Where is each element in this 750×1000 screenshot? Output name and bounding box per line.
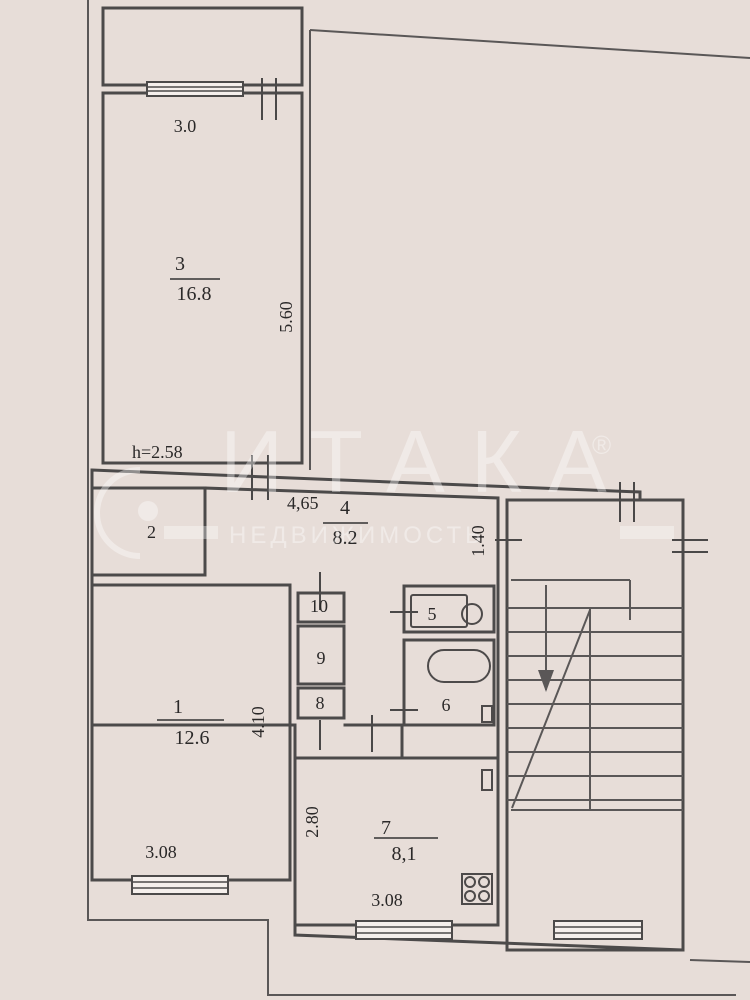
- kitchen-sink-icon: [481, 769, 493, 791]
- room-4-area: 8.2: [333, 527, 358, 549]
- bathtub-icon: [427, 649, 491, 683]
- room-7-outline: [293, 756, 500, 927]
- room-4-number: 4: [340, 497, 350, 519]
- window-stairwell: [553, 920, 643, 940]
- itaka-watermark: ИТАКА ® НЕДВИЖИМОСТЬ: [94, 412, 674, 559]
- toilet-bowl-icon: [461, 603, 483, 625]
- dimension-room1-length: 4.10: [248, 706, 268, 738]
- dimension-room3-length: 5.60: [276, 301, 296, 333]
- room-2-number: 2: [147, 522, 156, 542]
- room-8-outline: [296, 686, 346, 720]
- room-5-number: 5: [428, 604, 437, 624]
- stairs: [507, 585, 683, 810]
- room-8-number: 8: [316, 693, 325, 713]
- stair-arrow-icon: [538, 670, 554, 692]
- outer-boundary-top: [309, 29, 750, 59]
- stove-icon: [461, 873, 493, 905]
- dimension-kitchen-length: 2.80: [302, 806, 322, 838]
- stove-burner-icon-4: [478, 890, 490, 902]
- watermark-subtitle: НЕДВИЖИМОСТЬ: [229, 522, 485, 549]
- stair-diagonal: [511, 609, 591, 809]
- room-6-number: 6: [442, 695, 451, 715]
- dimension-kitchen-width: 3.08: [371, 890, 403, 910]
- window-room-1: [131, 875, 229, 895]
- stove-burner-icon-3: [464, 890, 476, 902]
- ceiling-height-label: h=2.58: [132, 442, 183, 462]
- room-9-number: 9: [317, 648, 326, 668]
- dimension-room3-width: 3.0: [174, 116, 197, 136]
- watermark-left-bar: [164, 526, 218, 539]
- room-1-number: 1: [173, 696, 183, 718]
- dimension-corridor-length: 4,65: [287, 493, 319, 513]
- stove-burner-icon-2: [478, 876, 490, 888]
- watermark-logo-dot: [138, 501, 158, 521]
- room-3-area: 16.8: [177, 283, 212, 305]
- room-7-area: 8,1: [392, 843, 417, 865]
- watermark-registered-mark: ®: [592, 430, 611, 460]
- sink-icon: [481, 705, 493, 723]
- room-1-area: 12.6: [175, 727, 210, 749]
- dimension-room1-width: 3.08: [145, 842, 177, 862]
- room-1-outline: [90, 583, 292, 882]
- window-room-7: [355, 920, 453, 940]
- watermark-brand: ИТАКА: [220, 412, 633, 511]
- room-2-outline: [90, 486, 207, 577]
- outer-boundary-left: [87, 0, 736, 996]
- outer-boundary-bottom-right: [689, 959, 750, 963]
- room-5-outline: [402, 584, 496, 634]
- stove-burner-icon-1: [464, 876, 476, 888]
- room-6-outline: [402, 638, 496, 727]
- window-room-3: [146, 81, 244, 97]
- room-9-outline: [296, 624, 346, 686]
- room-7-number: 7: [381, 817, 391, 839]
- room-10-number: 10: [310, 596, 328, 616]
- watermark-logo-arc: [94, 467, 141, 559]
- dimension-corridor-width: 1.40: [468, 525, 488, 557]
- watermark-right-bar: [620, 526, 674, 539]
- room-3-number: 3: [175, 253, 185, 275]
